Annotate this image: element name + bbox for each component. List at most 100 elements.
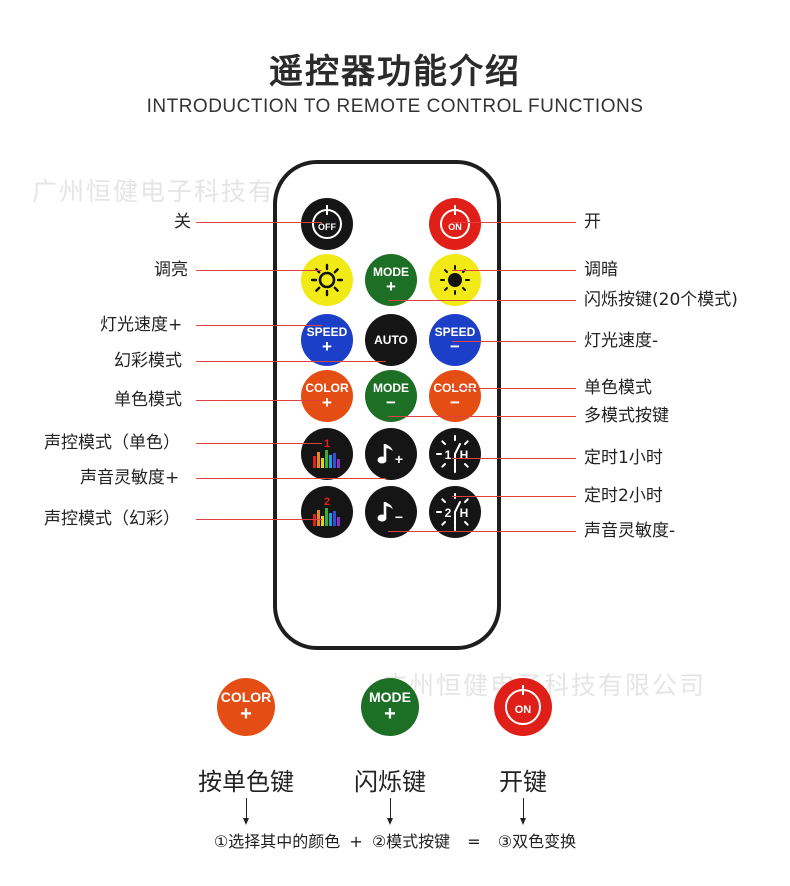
leader-line <box>196 519 322 520</box>
formula-step-3: ③双色变换 <box>497 832 577 851</box>
leader-line <box>196 400 322 401</box>
combo-formula: ①选择其中的颜色 + ②模式按键 = ③双色变换 <box>0 828 790 852</box>
label-on: 开 <box>584 212 601 232</box>
down-arrow-icon <box>520 798 526 825</box>
leader-line <box>452 270 576 271</box>
speed-label: SPEED <box>306 324 348 339</box>
brightness-down-button[interactable] <box>429 254 481 306</box>
power-on-icon: ON <box>505 685 541 725</box>
sensitivity-plus-button[interactable]: + <box>365 428 417 480</box>
formula-equals: = <box>467 832 481 851</box>
on-button[interactable]: ON <box>429 198 481 250</box>
leader-line <box>196 361 386 362</box>
color-plus-button[interactable]: COLOR + <box>301 370 353 422</box>
formula-step-2: ②模式按键 <box>371 832 451 851</box>
leader-line <box>388 416 576 417</box>
off-button[interactable]: OFF <box>301 198 353 250</box>
leader-line <box>452 458 576 459</box>
music-note-plus-icon: + <box>377 444 403 467</box>
minus-sign: − <box>450 336 460 356</box>
svg-text:H: H <box>460 506 469 520</box>
power-on-icon: ON <box>440 205 470 239</box>
svg-text:2: 2 <box>445 506 452 520</box>
svg-text:−: − <box>395 509 403 525</box>
equalizer-bars-icon: 1 <box>313 438 340 468</box>
auto-button[interactable]: AUTO <box>365 314 417 366</box>
mode-label: MODE <box>373 380 409 395</box>
leader-line <box>452 341 576 342</box>
sensitivity-minus-button[interactable]: − <box>365 486 417 538</box>
speed-minus-button[interactable]: SPEED − <box>429 314 481 366</box>
page-subtitle: INTRODUCTION TO REMOTE CONTROL FUNCTIONS <box>146 96 644 117</box>
minus-sign: − <box>386 392 396 412</box>
page-title: 遥控器功能介绍 <box>269 52 521 92</box>
label-speed-minus: 灯光速度- <box>584 331 659 351</box>
minus-sign: − <box>450 392 460 412</box>
color-label: COLOR <box>433 380 477 395</box>
leader-line <box>196 443 322 444</box>
label-rainbow-mode: 幻彩模式 <box>114 351 182 371</box>
label-speed-plus: 灯光速度+ <box>100 315 183 335</box>
brightness-up-button[interactable] <box>301 254 353 306</box>
caption-on-key: 开键 <box>499 768 547 796</box>
svg-text:2: 2 <box>324 496 330 508</box>
color-label: COLOR <box>305 380 349 395</box>
color-minus-button[interactable]: COLOR − <box>429 370 481 422</box>
label-flash-key: 闪烁按键(20个模式) <box>584 290 738 310</box>
down-arrow-icon <box>387 798 393 825</box>
label-off: 关 <box>174 212 191 232</box>
mode-plus-button[interactable]: MODE + <box>365 254 417 306</box>
plus-sign: + <box>322 336 332 356</box>
formula-step-1: ①选择其中的颜色 <box>213 832 341 851</box>
label-mono-mode-left: 单色模式 <box>114 390 182 410</box>
svg-text:+: + <box>395 451 403 467</box>
label-sensitivity-minus: 声音灵敏度- <box>584 521 676 541</box>
auto-label: AUTO <box>374 332 408 347</box>
plus-sign: + <box>322 392 332 412</box>
big-mode-plus-button[interactable]: MODE + <box>361 678 419 736</box>
big-color-plus-button[interactable]: COLOR + <box>217 678 275 736</box>
leader-line <box>452 388 576 389</box>
remote-body: OFF ON MODE + <box>273 160 501 650</box>
label-sound-mono: 声控模式（单色） <box>44 433 180 453</box>
big-on-button[interactable]: ON <box>494 678 552 736</box>
power-off-icon: OFF <box>312 205 342 239</box>
label-timer-2h: 定时2小时 <box>584 486 663 506</box>
label-sound-rainbow: 声控模式（幻彩） <box>44 509 180 529</box>
leader-line <box>452 496 576 497</box>
label-sensitivity-plus: 声音灵敏度+ <box>80 468 180 488</box>
clock-2h-icon: 2 H <box>436 493 469 531</box>
formula-plus: + <box>349 832 363 851</box>
leader-line <box>196 270 322 271</box>
svg-text:1: 1 <box>324 438 330 450</box>
label-brightness-up: 调亮 <box>154 260 188 280</box>
svg-text:1: 1 <box>445 448 452 462</box>
speed-plus-button[interactable]: SPEED + <box>301 314 353 366</box>
label-mono-mode-right: 单色模式 <box>584 378 652 398</box>
leader-line <box>196 222 322 223</box>
clock-1h-icon: 1 H <box>436 435 469 473</box>
label-timer-1h: 定时1小时 <box>584 448 663 468</box>
caption-color-key: 按单色键 <box>198 768 294 796</box>
timer-1h-button[interactable]: 1 H <box>429 428 481 480</box>
mode-minus-button[interactable]: MODE − <box>365 370 417 422</box>
sun-icon <box>310 263 344 297</box>
label-brightness-down: 调暗 <box>584 260 618 280</box>
plus-sign: + <box>386 276 396 296</box>
leader-line <box>452 222 576 223</box>
sound-rainbow-button[interactable]: 2 <box>301 486 353 538</box>
leader-line <box>388 531 576 532</box>
caption-flash-key: 闪烁键 <box>354 768 426 796</box>
svg-text:H: H <box>460 448 469 462</box>
leader-line <box>196 325 322 326</box>
speed-label: SPEED <box>434 324 476 339</box>
label-multi-mode: 多模式按键 <box>584 406 669 426</box>
dim-sun-icon <box>440 265 470 295</box>
music-note-minus-icon: − <box>377 502 403 525</box>
mode-label: MODE <box>373 264 409 279</box>
equalizer-bars-icon: 2 <box>313 496 340 526</box>
leader-line <box>196 478 386 479</box>
down-arrow-icon <box>243 798 249 825</box>
sound-mono-button[interactable]: 1 <box>301 428 353 480</box>
leader-line <box>388 300 576 301</box>
